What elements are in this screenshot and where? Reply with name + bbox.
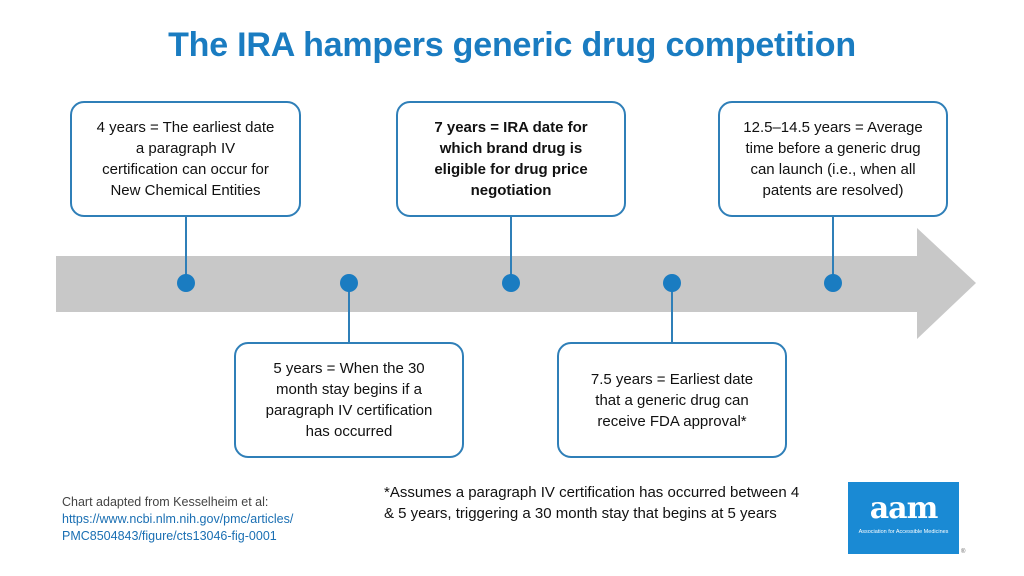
milestone-text-line: can launch (i.e., when all xyxy=(750,161,916,178)
milestone-12-5-years-box: 12.5–14.5 years = Average time before a … xyxy=(718,101,948,217)
milestone-text-line: which brand drug is xyxy=(439,140,583,157)
milestone-text-line: patents are resolved) xyxy=(762,182,904,199)
milestone-5-years-box: 5 years = When the 30 month stay begins … xyxy=(234,342,464,458)
milestone-text-line: a paragraph IV xyxy=(135,140,236,157)
registered-mark: ® xyxy=(961,549,966,555)
milestone-text-line: 4 years = The earliest date xyxy=(96,119,275,136)
milestone-text-line: 7 years = IRA date for xyxy=(434,119,588,136)
source-link-line-1[interactable]: https://www.ncbi.nlm.nih.gov/pmc/article… xyxy=(62,512,294,526)
marker-12-5-years xyxy=(824,274,842,292)
milestone-text-line: has occurred xyxy=(305,423,393,440)
milestone-text-line: negotiation xyxy=(470,182,552,199)
milestone-text-line: receive FDA approval* xyxy=(597,412,747,430)
source-link-line-2[interactable]: PMC8504843/figure/cts13046-fig-0001 xyxy=(62,529,277,543)
source-text: Chart adapted from Kesselheim et al: xyxy=(62,495,269,509)
marker-5-years xyxy=(340,274,358,292)
milestone-text-line: month stay begins if a xyxy=(276,381,422,398)
milestone-4-years-box: 4 years = The earliest date a paragraph … xyxy=(70,101,301,217)
milestone-text-line: 7.5 years = Earliest date xyxy=(590,370,754,388)
milestone-text-line: time before a generic drug xyxy=(745,140,921,157)
milestone-text-line: that a generic drug can xyxy=(595,391,749,409)
milestone-text-line: eligible for drug price xyxy=(434,161,588,178)
aam-logo: aam Association for Accessible Medicines xyxy=(848,482,959,554)
assumption-footnote: *Assumes a paragraph IV certification ha… xyxy=(384,484,800,522)
milestone-text-line: paragraph IV certification xyxy=(265,402,433,419)
source-citation: Chart adapted from Kesselheim et al: htt… xyxy=(62,494,362,545)
marker-4-years xyxy=(177,274,195,292)
milestone-text-line: 12.5–14.5 years = Average xyxy=(743,119,923,136)
marker-7-years xyxy=(502,274,520,292)
milestone-text-line: 5 years = When the 30 xyxy=(273,360,425,377)
logo-subtitle: Association for Accessible Medicines xyxy=(858,529,949,535)
marker-7-5-years xyxy=(663,274,681,292)
milestone-7-5-years-box: 7.5 years = Earliest date that a generic… xyxy=(557,342,787,458)
logo-wordmark: aam xyxy=(869,491,939,526)
milestone-7-years-box: 7 years = IRA date for which brand drug … xyxy=(396,101,626,217)
milestone-text-line: New Chemical Entities xyxy=(110,182,261,199)
milestone-text-line: certification can occur for xyxy=(102,161,269,178)
page-title: The IRA hampers generic drug competition xyxy=(168,26,856,64)
